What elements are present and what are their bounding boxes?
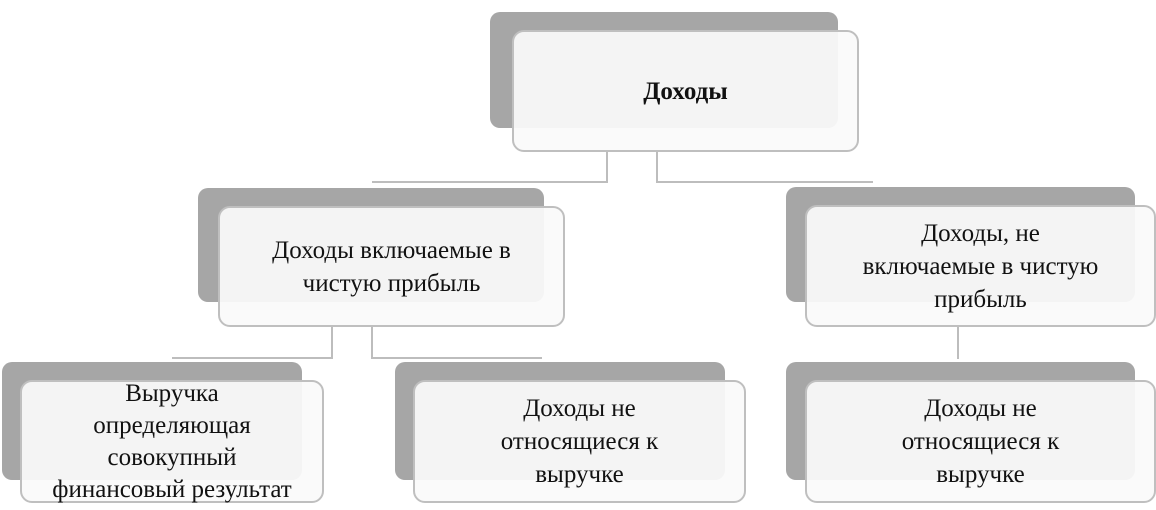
connector: [372, 181, 608, 183]
connector: [656, 181, 873, 183]
node-non-revenue-income-right: Доходы не относящиеся к выручке: [805, 380, 1156, 503]
connector: [371, 357, 542, 359]
connector: [371, 325, 373, 358]
connector: [957, 326, 959, 359]
root-node: Доходы: [512, 30, 859, 152]
node-non-revenue-income-left: Доходы не относящиеся к выручке: [413, 380, 746, 503]
connector: [172, 357, 333, 359]
connector: [606, 150, 608, 183]
node-not-included-in-net-profit: Доходы, не включаемые в чистую прибыль: [805, 205, 1156, 327]
node-included-in-net-profit: Доходы включаемые в чистую прибыль: [218, 206, 565, 327]
connector: [656, 150, 658, 183]
connector: [331, 325, 333, 358]
node-revenue: Выручка определяющая совокупный финансов…: [20, 380, 324, 503]
